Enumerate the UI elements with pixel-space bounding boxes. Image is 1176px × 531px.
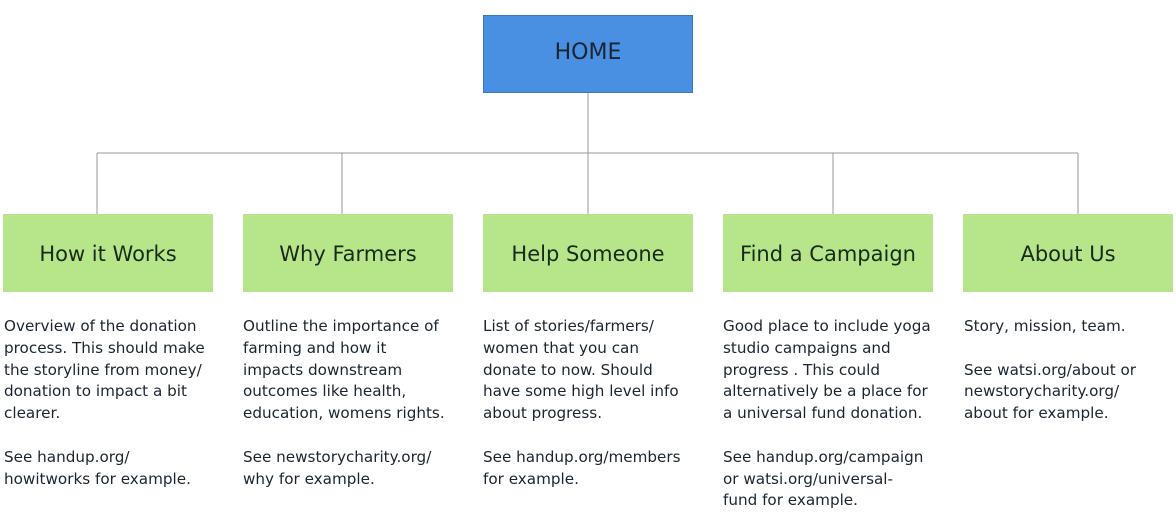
find-a-campaign-description: Good place to include yoga studio campai… [723,317,931,510]
why-farmers-node[interactable]: Why Farmers [243,214,453,292]
find-a-campaign-label: Find a Campaign [740,242,916,266]
about-us-description: Story, mission, team. See watsi.org/abou… [964,317,1137,423]
how-it-works-description: Overview of the donation process. This s… [4,317,205,488]
about-us-label: About Us [1020,242,1116,266]
why-farmers-description: Outline the importance of farming and ho… [243,317,445,488]
how-it-works-label: How it Works [39,242,177,266]
find-a-campaign-node[interactable]: Find a Campaign [723,214,933,292]
why-farmers-label: Why Farmers [279,242,417,266]
help-someone-node[interactable]: Help Someone [483,214,693,292]
home-node-label: HOME [554,39,622,65]
home-node[interactable]: HOME [483,15,693,93]
help-someone-label: Help Someone [511,242,665,266]
help-someone-description: List of stories/farmers/ women that you … [483,317,681,488]
how-it-works-node[interactable]: How it Works [3,214,213,292]
about-us-node[interactable]: About Us [963,214,1173,292]
